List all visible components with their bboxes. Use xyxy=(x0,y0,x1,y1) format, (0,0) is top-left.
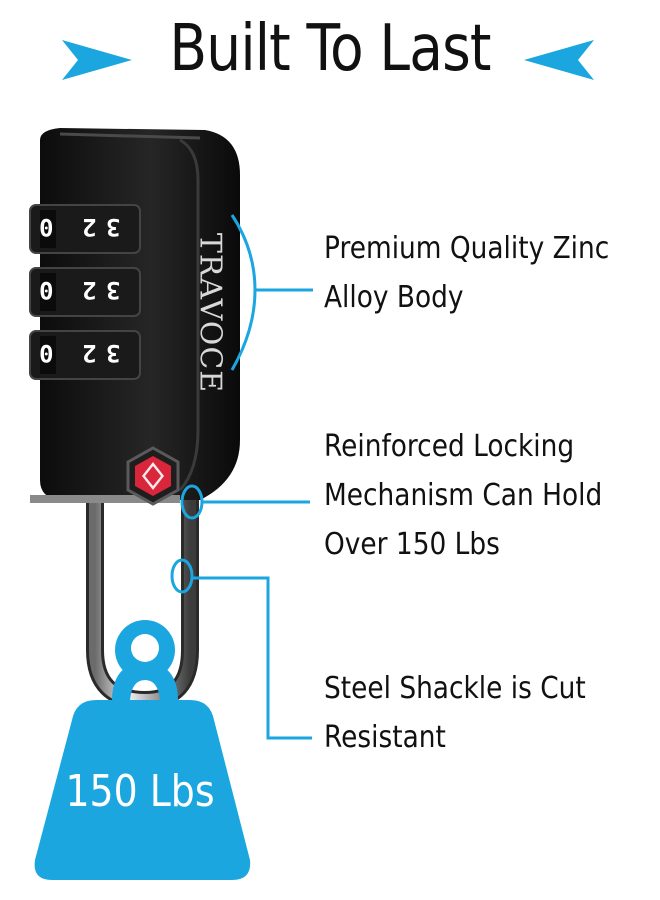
dial-2-digit-a: 0 xyxy=(39,276,54,304)
callout-line: Steel Shackle is Cut xyxy=(324,671,586,706)
arrow-right-icon xyxy=(62,40,132,80)
brand-logo: TRAVOCE xyxy=(180,195,240,430)
dial-2-digit-c: 3 xyxy=(106,276,121,304)
callout-steel-shackle: Steel Shackle is Cut Resistant xyxy=(324,664,586,762)
dial-3-digit-c: 3 xyxy=(106,339,121,367)
callout-line: Premium Quality Zinc xyxy=(324,231,610,266)
brand-name: TRAVOCE xyxy=(192,232,228,393)
weight-shape xyxy=(34,620,251,880)
weight-label: 150 Lbs xyxy=(65,766,215,817)
callout-line: Reinforced Locking xyxy=(324,429,575,464)
dial-3-digit-b: 2 xyxy=(82,339,97,367)
dial-1-digit-b: 2 xyxy=(82,213,97,241)
page-title: Built To Last xyxy=(169,12,491,86)
dial-2-digit-b: 2 xyxy=(82,276,97,304)
tsa-lock-badge xyxy=(126,446,180,506)
callout-line: Resistant xyxy=(324,720,446,755)
dial-3-digit-a: 0 xyxy=(39,339,54,367)
callout-locking-mechanism: Reinforced Locking Mechanism Can Hold Ov… xyxy=(324,422,602,569)
callout-line: Over 150 Lbs xyxy=(324,527,500,562)
arrow-left-icon xyxy=(524,40,594,80)
callout-leader-lines xyxy=(170,214,313,740)
dial-1-digit-a: 0 xyxy=(39,213,54,241)
callout-line: Alloy Body xyxy=(324,280,464,315)
dial-1-digit-c: 3 xyxy=(106,213,121,241)
callout-zinc-alloy-body: Premium Quality Zinc Alloy Body xyxy=(324,224,609,322)
callout-line: Mechanism Can Hold xyxy=(324,478,603,513)
combination-dials xyxy=(29,204,141,380)
